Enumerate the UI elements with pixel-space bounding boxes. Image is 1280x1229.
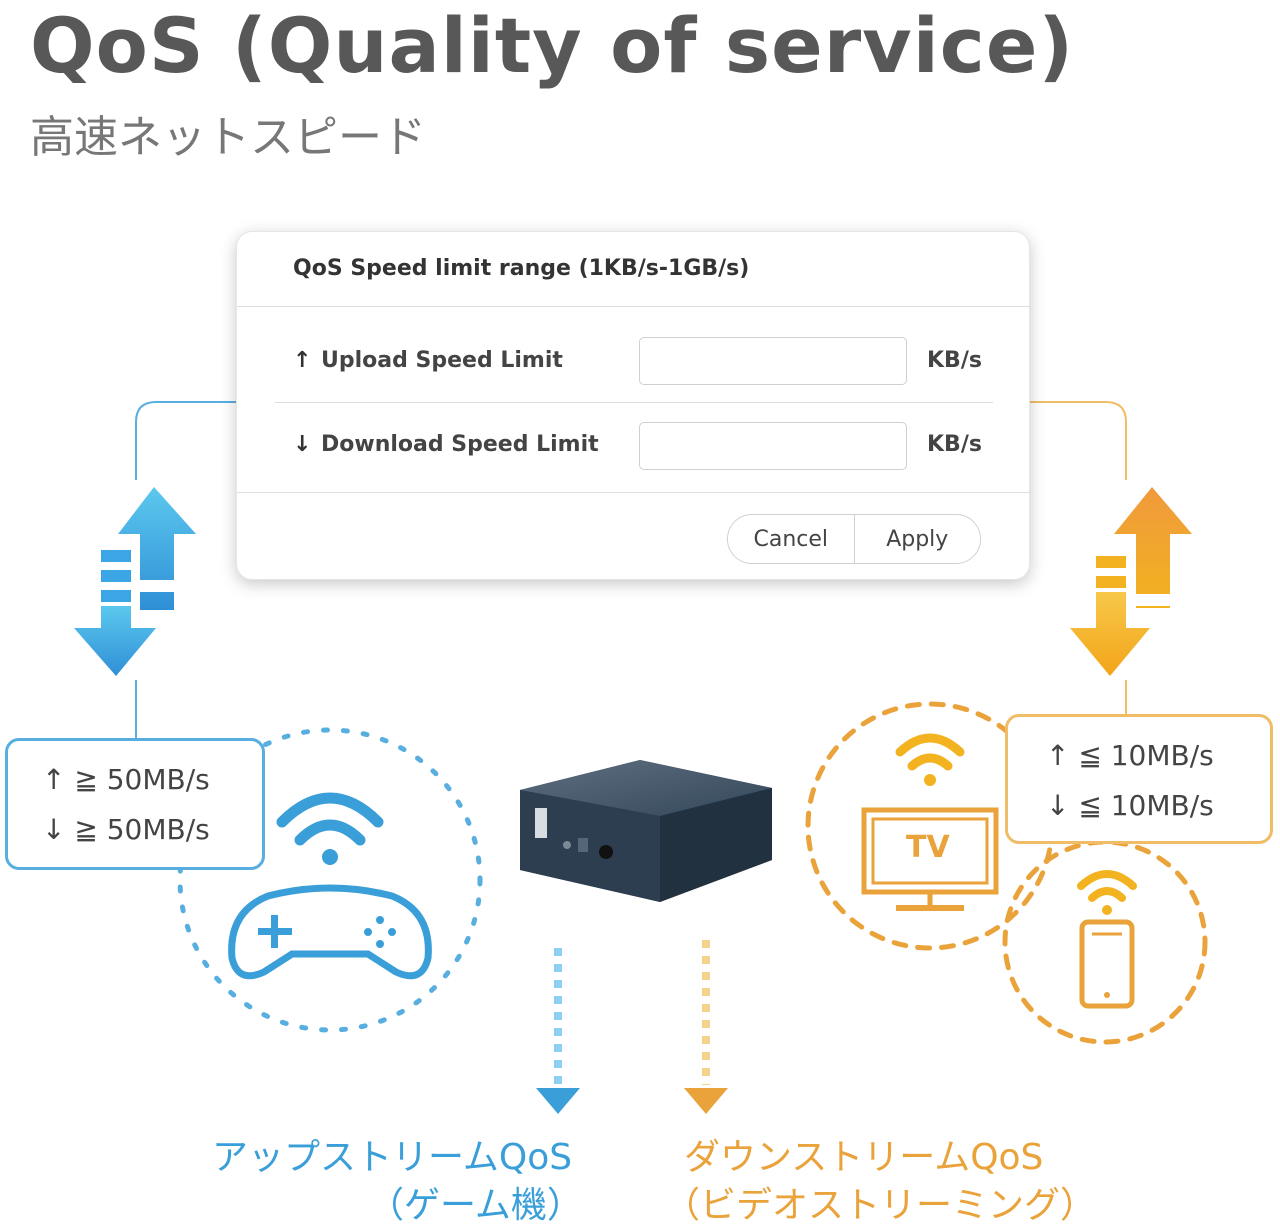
upload-speed-unit: KB/s (927, 348, 982, 373)
apply-button[interactable]: Apply (853, 515, 980, 563)
download-speed-label-text: Download Speed Limit (321, 432, 599, 457)
upstream-speed-box: ↑ ≧ 50MB/s ↓ ≧ 50MB/s (5, 738, 265, 870)
up-arrow-icon: ↑ (293, 348, 312, 373)
orange-dotted-arrow (684, 940, 728, 1114)
download-speed-input[interactable] (639, 422, 907, 470)
gamepad-icon (228, 884, 432, 980)
upload-speed-label: ↑ Upload Speed Limit (293, 348, 563, 373)
game-device-circle (177, 727, 483, 1033)
dialog-title: QoS Speed limit range (1KB/s-1GB/s) (293, 256, 750, 281)
upload-speed-label-text: Upload Speed Limit (321, 348, 563, 373)
downstream-up-speed: ↑ ≦ 10MB/s (1046, 739, 1214, 772)
download-speed-label: ↓ Download Speed Limit (293, 432, 599, 457)
upstream-caption: アップストリームQoS (212, 1137, 573, 1178)
downstream-speed-box: ↑ ≦ 10MB/s ↓ ≦ 10MB/s (1005, 714, 1273, 844)
connector-lines-orange (1030, 401, 1127, 714)
down-arrow-icon: ↓ (1046, 789, 1070, 822)
tv-icon (861, 807, 999, 911)
page-subtitle: 高速ネットスピード (30, 112, 426, 163)
up-arrow-icon: ↑ (42, 763, 66, 796)
up-arrow-icon: ↑ (1046, 739, 1070, 772)
down-arrow-icon: ↓ (42, 813, 66, 846)
connector-lines-blue (135, 401, 236, 738)
upload-speed-input[interactable] (639, 337, 907, 385)
phone-icon (1079, 919, 1135, 1009)
wifi-icon-tv (895, 733, 965, 786)
wifi-icon-phone (1077, 870, 1137, 915)
dialog-title-divider (237, 306, 1031, 307)
tv-label: TV (906, 830, 950, 865)
upstream-down-speed: ↓ ≧ 50MB/s (42, 813, 210, 846)
cancel-button[interactable]: Cancel (728, 515, 854, 563)
blue-dotted-arrow (536, 948, 580, 1114)
upstream-caption-sub: （ゲーム機） (368, 1185, 583, 1226)
upstream-up-speed: ↑ ≧ 50MB/s (42, 763, 210, 796)
dialog-button-group: Cancel Apply (727, 514, 981, 564)
qos-settings-dialog: QoS Speed limit range (1KB/s-1GB/s) ↑ Upl… (236, 231, 1031, 580)
router-device (520, 760, 772, 902)
downstream-caption: ダウンストリームQoS (684, 1137, 1044, 1178)
downstream-caption-sub: （ビデオストリーミング） (664, 1185, 1097, 1226)
blue-transfer-arrows-icon (74, 487, 196, 676)
row-divider (275, 402, 993, 403)
wifi-icon-blue (276, 792, 384, 865)
download-speed-unit: KB/s (927, 432, 982, 457)
page-title: QoS (Quality of service) (30, 1, 1075, 90)
dialog-footer-divider (237, 492, 1031, 493)
orange-transfer-arrows-icon (1070, 487, 1192, 676)
down-arrow-icon: ↓ (293, 432, 312, 457)
downstream-down-speed: ↓ ≦ 10MB/s (1046, 789, 1214, 822)
gamepad-buttons (258, 915, 396, 948)
